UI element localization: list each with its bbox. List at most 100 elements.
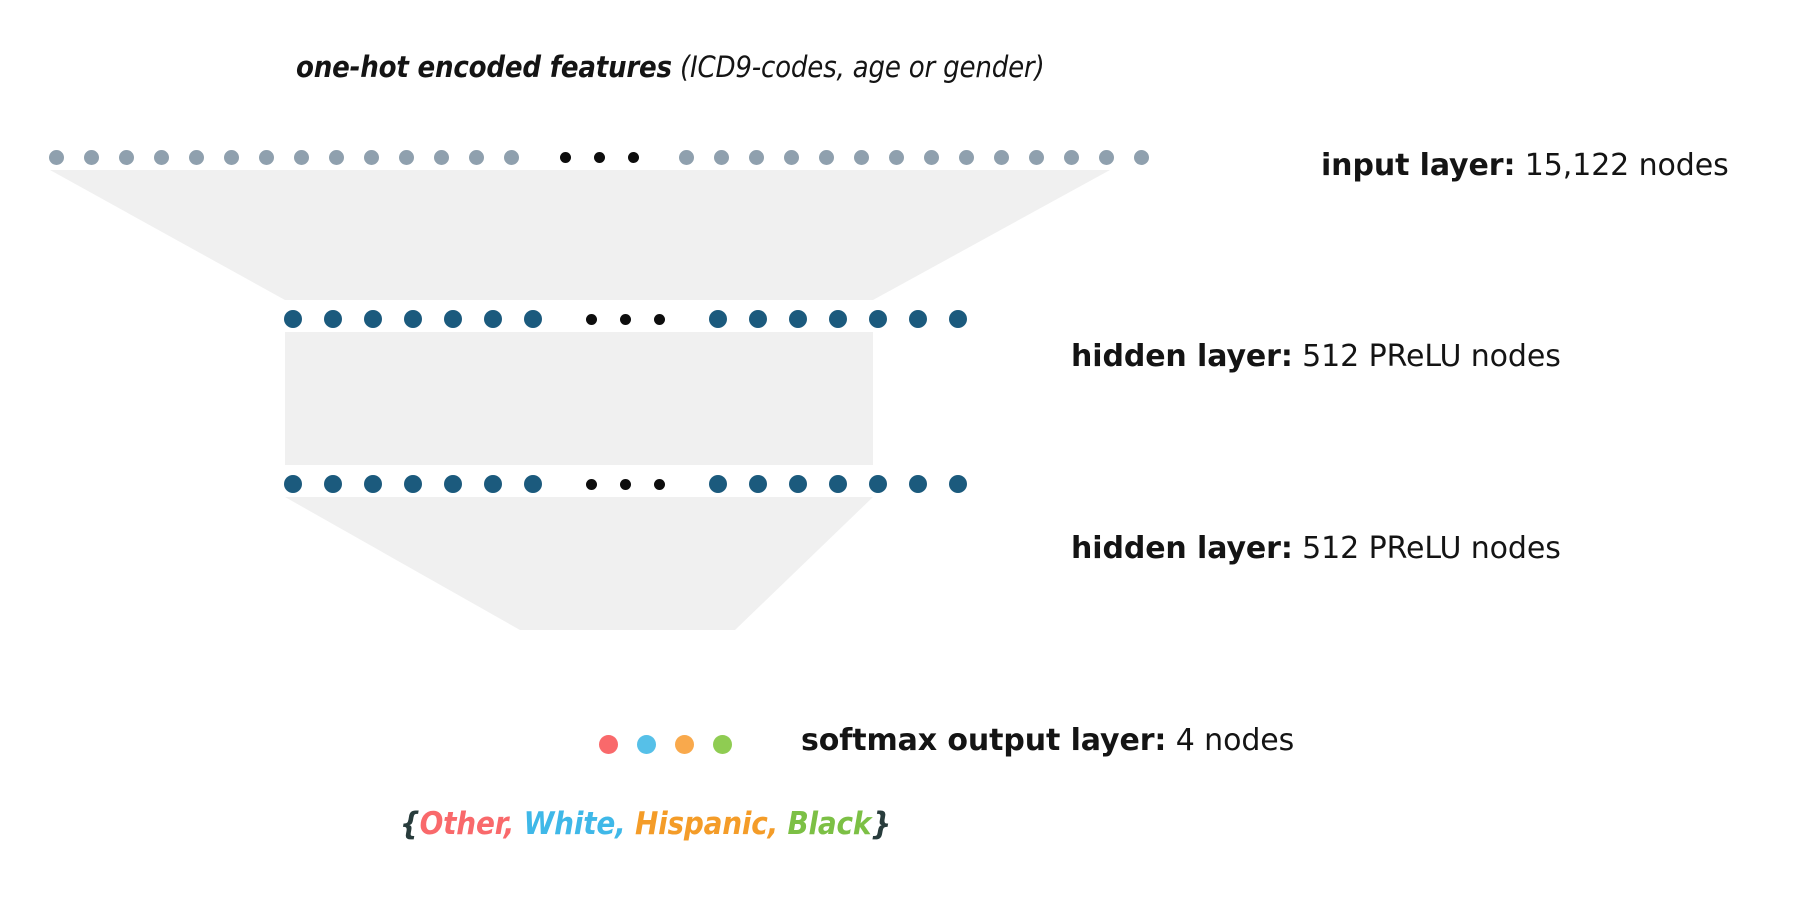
neuron-node [709, 310, 727, 328]
legend-item-hispanic: Hispanic [634, 806, 768, 842]
hidden-layer-1-label-rest: 512 PReLU nodes [1292, 339, 1561, 374]
hidden-layer-1-label-strong: hidden layer: [1071, 339, 1293, 374]
input-layer-nodes [49, 150, 1149, 165]
neuron-node [889, 150, 904, 165]
neuron-node [404, 310, 422, 328]
hidden-layer-2-label: hidden layer: 512 PReLU nodes [1071, 531, 1561, 566]
output-node-other [599, 735, 618, 754]
neuron-node [784, 150, 799, 165]
ellipsis-dot [654, 478, 665, 490]
ellipsis-dot [594, 152, 605, 163]
legend-item-other: Other [419, 806, 504, 842]
ellipsis-dot [628, 152, 639, 163]
neuron-node [709, 475, 727, 493]
legend-separator: , [503, 806, 524, 842]
neuron-node [749, 150, 764, 165]
neuron-node [364, 310, 382, 328]
output-layer-label-strong: softmax output layer: [801, 723, 1167, 758]
neuron-node [909, 310, 927, 328]
neuron-node [924, 150, 939, 165]
neuron-node [224, 150, 239, 165]
title-rest: (ICD9-codes, age or gender) [671, 50, 1045, 84]
neuron-node [524, 475, 542, 493]
ellipsis-dots [586, 478, 665, 490]
neuron-node [364, 475, 382, 493]
neuron-node [399, 150, 414, 165]
neuron-node [434, 150, 449, 165]
neuron-node [469, 150, 484, 165]
neuron-node [284, 310, 302, 328]
neuron-node [444, 310, 462, 328]
neuron-node [484, 310, 502, 328]
neuron-node [829, 475, 847, 493]
class-legend: {Other, White, Hispanic, Black} [400, 806, 891, 842]
neuron-node [789, 475, 807, 493]
neuron-node [949, 310, 967, 328]
title-strong: one-hot encoded features [296, 50, 672, 84]
neuron-node [829, 310, 847, 328]
neuron-node [444, 475, 462, 493]
neuron-node [959, 150, 974, 165]
legend-item-black: Black [787, 806, 872, 842]
funnel-shape-middle [285, 332, 873, 465]
output-node-black [713, 735, 732, 754]
neuron-node [259, 150, 274, 165]
hidden-layer-1-nodes [284, 310, 967, 328]
legend-close-brace: } [871, 806, 891, 842]
neuron-node [869, 475, 887, 493]
ellipsis-dot [560, 152, 571, 163]
input-layer-label: input layer: 15,122 nodes [1321, 148, 1729, 183]
neuron-node [484, 475, 502, 493]
figure-title: one-hot encoded features (ICD9-codes, ag… [296, 50, 1045, 84]
neuron-node [819, 150, 834, 165]
funnel-shape-top [50, 170, 1110, 300]
neuron-node [84, 150, 99, 165]
neuron-node [1064, 150, 1079, 165]
legend-item-white: White [523, 806, 616, 842]
neuron-node [324, 475, 342, 493]
neuron-node [1099, 150, 1114, 165]
neuron-node [749, 310, 767, 328]
legend-separator: , [615, 806, 635, 842]
ellipsis-dot [620, 313, 631, 325]
legend-separator: , [767, 806, 788, 842]
input-layer-label-strong: input layer: [1321, 148, 1516, 183]
neuron-node [189, 150, 204, 165]
neuron-node [789, 310, 807, 328]
neuron-node [714, 150, 729, 165]
input-layer-label-rest: 15,122 nodes [1515, 148, 1729, 183]
neuron-node [294, 150, 309, 165]
output-layer-nodes [599, 735, 732, 754]
neuron-node [1029, 150, 1044, 165]
neuron-node [404, 475, 422, 493]
neuron-node [154, 150, 169, 165]
neuron-node [119, 150, 134, 165]
funnel-shape-bottom [285, 497, 873, 630]
ellipsis-dot [620, 478, 631, 490]
neuron-node [994, 150, 1009, 165]
ellipsis-dots [560, 152, 639, 163]
neuron-node [949, 475, 967, 493]
neuron-node [1134, 150, 1149, 165]
neuron-node [504, 150, 519, 165]
ellipsis-dot [586, 313, 597, 325]
neuron-node [854, 150, 869, 165]
neuron-node [749, 475, 767, 493]
output-node-white [637, 735, 656, 754]
legend-open-brace: { [400, 806, 420, 842]
neuron-node [909, 475, 927, 493]
neuron-node [329, 150, 344, 165]
neuron-node [869, 310, 887, 328]
hidden-layer-2-label-strong: hidden layer: [1071, 531, 1293, 566]
ellipsis-dot [654, 313, 665, 325]
hidden-layer-1-label: hidden layer: 512 PReLU nodes [1071, 339, 1561, 374]
neuron-node [284, 475, 302, 493]
neuron-node [524, 310, 542, 328]
output-layer-label-rest: 4 nodes [1166, 723, 1295, 758]
ellipsis-dots [586, 313, 665, 325]
neuron-node [49, 150, 64, 165]
hidden-layer-2-label-rest: 512 PReLU nodes [1292, 531, 1561, 566]
ellipsis-dot [586, 478, 597, 490]
output-layer-label: softmax output layer: 4 nodes [801, 723, 1294, 758]
